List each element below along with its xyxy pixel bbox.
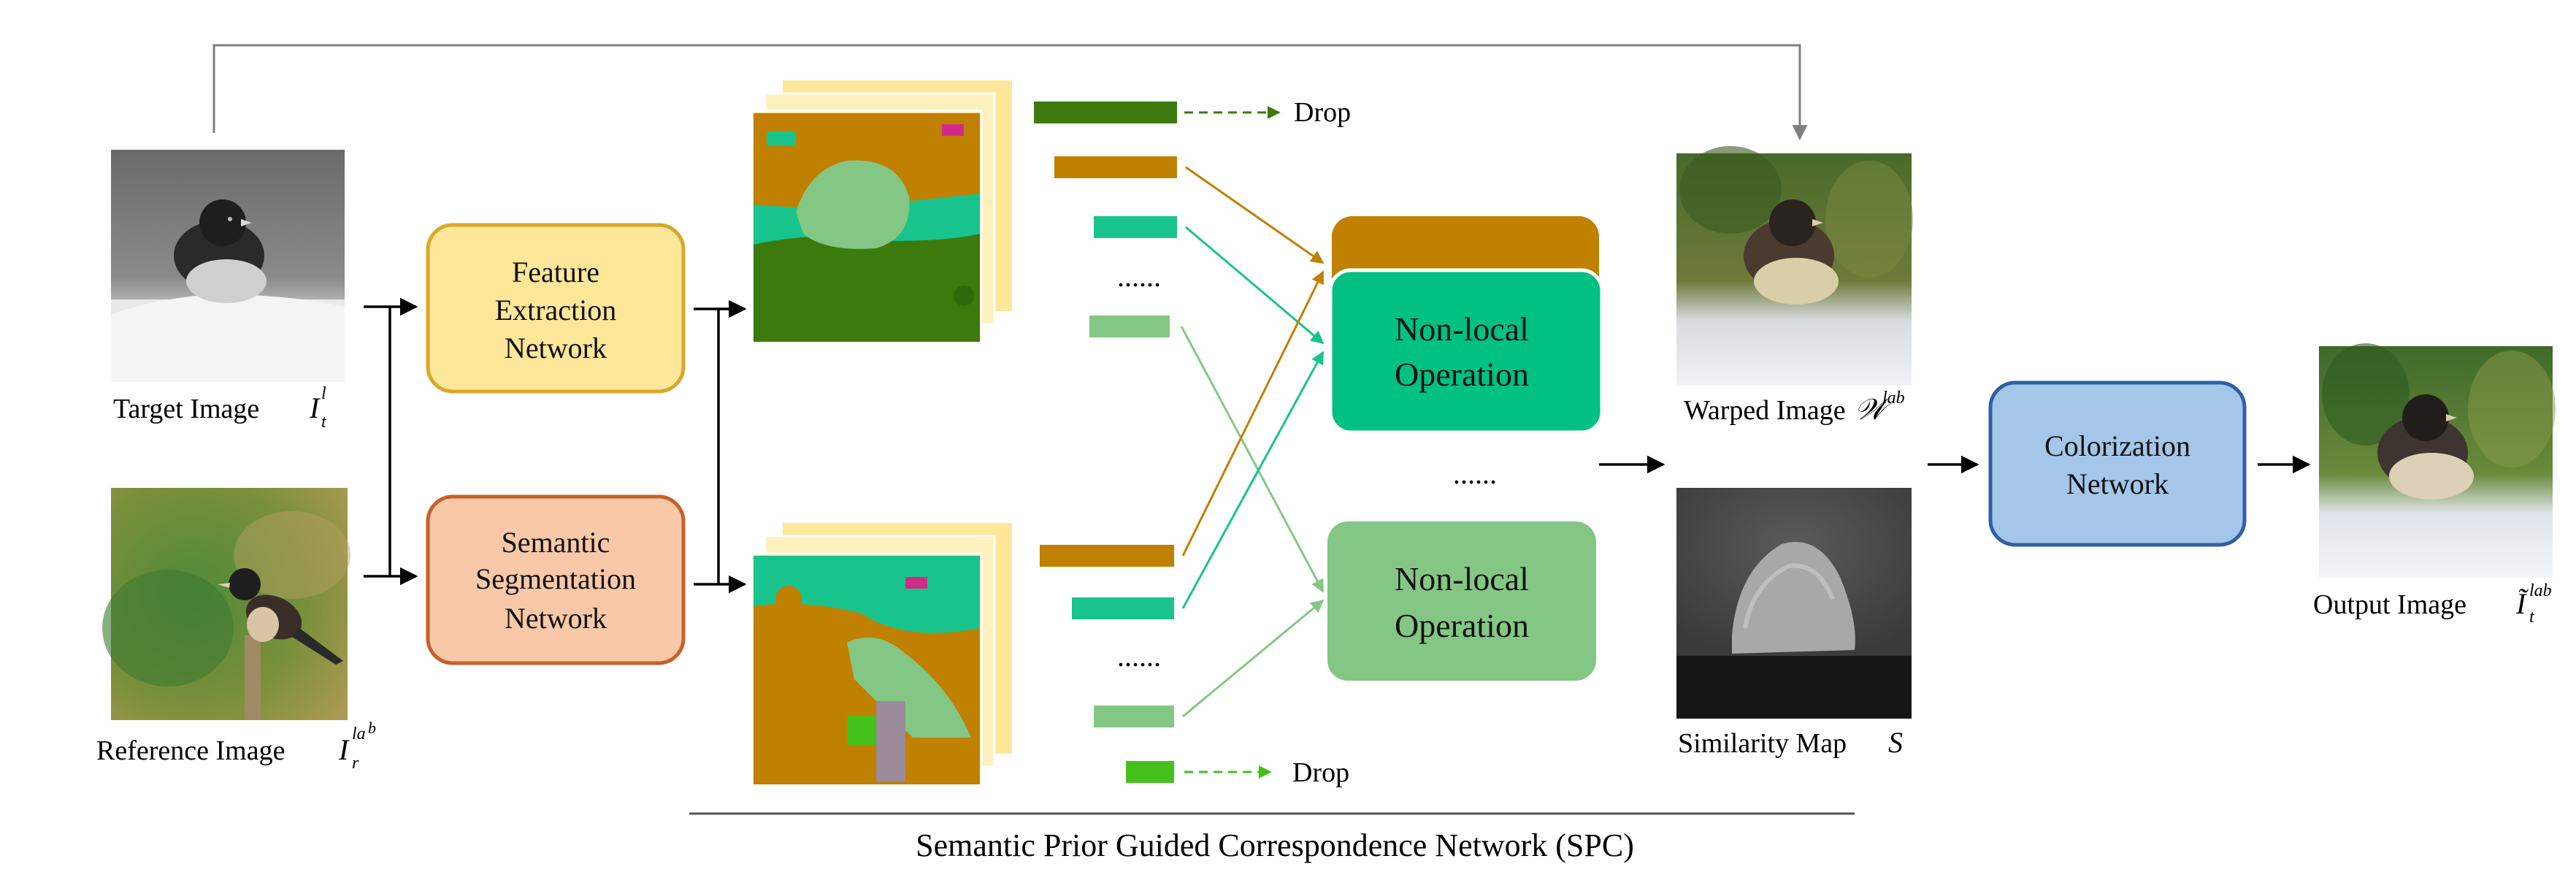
warped-image-label: Warped Image	[1684, 395, 1846, 426]
feature-extraction-network: Feature Extraction Network	[426, 223, 686, 394]
feature-extraction-line-1: Feature	[512, 256, 599, 288]
svg-text:b: b	[368, 719, 376, 737]
bottom-segmentation-map	[754, 556, 980, 784]
output-image-symbol: Ĩ lab t	[2515, 581, 2552, 627]
feature-bar-light-green-bottom	[1094, 705, 1174, 727]
warped-image	[1676, 146, 1913, 386]
warped-image-symbol: 𝒲 lab	[1855, 389, 1905, 426]
network-connectors	[694, 299, 747, 594]
correspondence-arrows	[1180, 166, 1325, 718]
feature-bar-orange-bottom	[1040, 545, 1174, 567]
feature-bar-bright-green-bottom	[1126, 761, 1174, 783]
drop-top-label: Drop	[1294, 97, 1351, 128]
semantic-seg-line-1: Semantic	[502, 526, 610, 559]
svg-text:lab: lab	[1882, 389, 1905, 408]
drop-bottom-label: Drop	[1292, 757, 1349, 788]
svg-text:Ĩ: Ĩ	[2515, 587, 2529, 620]
feature-bar-orange-top	[1054, 156, 1177, 178]
feature-bar-light-green-top	[1089, 316, 1170, 337]
colorization-line-2: Network	[2066, 467, 2169, 500]
svg-text:la: la	[352, 724, 366, 743]
spc-caption: Semantic Prior Guided Correspondence Net…	[916, 827, 1634, 863]
reference-image	[102, 488, 350, 720]
target-image-label: Target Image	[113, 394, 259, 424]
nonlocal-top-line-2: Operation	[1395, 356, 1529, 393]
similarity-map-symbol: S	[1888, 726, 1903, 759]
semantic-segmentation-network: Semantic Segmentation Network	[426, 494, 686, 665]
svg-text:lab: lab	[2529, 581, 2552, 600]
reference-image-symbol: I la b r	[338, 719, 376, 773]
nonlocal-operation-bottom: Non-local Operation	[1327, 521, 1596, 681]
nonlocal-operation-top: Non-local Operation	[1328, 216, 1604, 435]
svg-text:r: r	[352, 754, 359, 773]
nonlocal-bottom-line-1: Non-local	[1395, 560, 1529, 597]
feature-bar-teal-top	[1094, 216, 1177, 238]
feature-bar-teal-bottom	[1072, 597, 1174, 619]
nonlocal-top-line-1: Non-local	[1395, 310, 1529, 348]
similarity-map-label: Similarity Map	[1678, 728, 1847, 759]
colorization-line-1: Colorization	[2044, 429, 2190, 462]
bottom-feature-map-stack	[751, 523, 1012, 786]
feature-bar-dark-green-top	[1034, 102, 1177, 123]
target-image-symbol: I l t	[309, 384, 327, 432]
similarity-map	[1676, 488, 1912, 719]
skip-connection-arrow	[212, 44, 1808, 141]
semantic-seg-line-2: Segmentation	[475, 562, 636, 595]
svg-text:l: l	[321, 384, 326, 403]
svg-text:I: I	[309, 391, 321, 424]
semantic-seg-line-3: Network	[505, 602, 607, 635]
svg-text:t: t	[2529, 608, 2535, 627]
reference-image-label: Reference Image	[96, 735, 285, 766]
output-image	[2319, 343, 2556, 578]
feature-extraction-line-3: Network	[505, 332, 607, 364]
colorization-network: Colorization Network	[1988, 381, 2247, 547]
nonlocal-bottom-line-2: Operation	[1395, 607, 1529, 644]
target-image	[111, 150, 345, 382]
ellipsis-nonlocal: ......	[1453, 457, 1497, 490]
ellipsis-top-bars: ......	[1117, 260, 1161, 293]
ellipsis-bottom-bars: ......	[1117, 640, 1161, 673]
svg-text:I: I	[338, 733, 350, 766]
svg-text:t: t	[321, 413, 327, 432]
feature-extraction-line-2: Extraction	[495, 294, 617, 326]
top-segmentation-map	[754, 113, 980, 342]
top-feature-map-stack	[751, 80, 1012, 343]
output-image-label: Output Image	[2313, 589, 2466, 620]
input-connectors	[364, 297, 418, 586]
